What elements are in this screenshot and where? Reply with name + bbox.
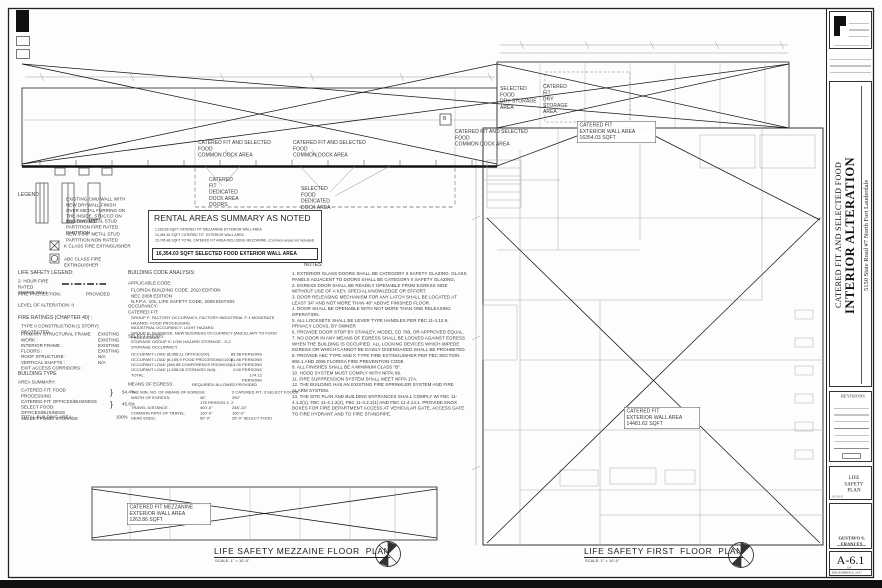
first-floor-plan-title: LIFE SAFETY FIRST FLOOR PLAN (584, 546, 743, 558)
logo-side-text-lines (849, 17, 869, 37)
titleblock-logo-box (829, 11, 872, 49)
selected-dry-storage-label: SELECTED FOOD DRY STORAGE AREA (500, 86, 537, 111)
egress-required-values: 36" 175 PERSON X .2 400'-0" 100'-0" 50'-… (200, 395, 234, 421)
catered-occupancy-items: GROUP F: FACTORY OCCUPANCY, FACTORY INDU… (131, 316, 278, 341)
sheet-number-box: A-6.1 OF DECEMBER 8, 2017 (829, 551, 872, 576)
total-building-value: 100% (116, 415, 128, 420)
occupancy-title: OCCUPANCY: (128, 304, 158, 309)
select-foods-title: SELECT FOODS: (128, 334, 165, 339)
legend-abc-extinguisher: ABC CLASS FIRE EXTINGUISHER (64, 257, 102, 268)
legend-cmu: EXISTING CMU WALL WITH NEW DRYWALL FINIS… (66, 197, 126, 225)
fire-protection-value: PROVIDED (86, 292, 110, 297)
plan-scale-label: SCALE (832, 495, 843, 499)
mezzanine-plan-scale: SCALE: 1" = 10'-0" (215, 559, 250, 564)
legend-title: LEGEND (18, 192, 39, 198)
project-address: 5150 State Road #7 North Fort Lauderdale (863, 179, 870, 291)
sheet-of-label: OF (847, 566, 852, 570)
common-dock-label-3: CATERED FIT AND SELECTED FOOD COMMON DOC… (455, 129, 528, 147)
project-title-box: CATERED FIT AND SELECTED FOOD INTERIOR A… (829, 81, 872, 387)
code-analysis-title: BUILDING CODE ANALYSIS: (128, 270, 196, 276)
sheet-bottom-edge (0, 580, 882, 588)
smoke-wall-label: 2- HOUR FIRE RATED SMOKE WALL (18, 279, 49, 296)
title-divider (861, 86, 862, 384)
rental-areas-title: RENTAL AREAS SUMMARY AS NOTED (154, 214, 311, 224)
plan-name-box: LIFE SAFETY PLAN SCALE (829, 466, 872, 500)
area-summary-subtitle: AREA SUMMARY: (18, 380, 56, 385)
grid-bubble-label: B (443, 115, 447, 122)
legend-new-stud: NEW 3-5/8" METAL STUD PARTITION NON RATE… (66, 232, 120, 243)
total-building-label: TOTAL BUILDING AREA: (21, 415, 73, 420)
mezzanine-plan-title: LIFE SAFETY MEZZAINE FLOOR PLAN (214, 546, 391, 558)
fire-ratings-labels: PRIMARY STRUCTURAL FRAME WORK : INTERIOR… (21, 332, 91, 371)
revisions-box: REVISIONS (829, 391, 872, 462)
north-arrow-first (728, 542, 754, 568)
life-safety-legend-title: LIFE SAFETY LEGEND: (18, 270, 74, 276)
occupant-load-labels: OCCUPANT LOAD (8,958.11 OFFICE/100): OCC… (131, 352, 234, 378)
occupant-load-values: 89.58 PERSONS 81.56 PERSONS 13.00 PERSON… (230, 352, 262, 383)
revisions-title: REVISIONS (841, 394, 865, 399)
egress-provided-header: PROVIDED (236, 383, 258, 388)
corner-mark (16, 10, 29, 32)
brace-catered: } (110, 387, 113, 397)
means-of-egress-title: MEANS OF EGRESS: (128, 382, 174, 387)
certification-text-lines (830, 53, 871, 77)
sheet-date-strip: DECEMBER 8, 2017 (830, 569, 871, 575)
revisions-tag (842, 453, 861, 459)
common-dock-label-1: CATERED FIT AND SELECTED FOOD COMMON DOC… (198, 140, 271, 158)
fire-ratings-values: EXISTING EXISTING EXISTING EXISTING N/A … (98, 332, 120, 366)
rental-areas-lines: 1,263.86 SQFT CATERED FIT MEZZANINE EXTE… (155, 227, 315, 243)
egress-required-header: REQUIRED/ ALLOWED (192, 383, 236, 388)
legend-metal-stud: EXISTING METAL STUD PARTITION FIRE RATED… (66, 219, 119, 236)
pct-select: 45.6% (122, 402, 135, 407)
first-floor-plan-scale: SCALE: 1" = 10'-0" (585, 559, 620, 564)
legend-k-extinguisher: K CLASS FIRE EXTINGUISHER (64, 244, 131, 249)
egress-provided-values: 2 CATERED FIT, 3 SELECT FOODS 250" 248'-… (232, 390, 299, 421)
pct-catered: 54.4% (122, 390, 135, 395)
sheet-date: DECEMBER 8, 2017 (832, 571, 863, 575)
corner-box-2 (16, 49, 30, 59)
architect-name: GUSTAVO S. FRANCES (838, 536, 865, 547)
catered-dock-doors-label: CATERED FIT DEDICATED DOCK AREA DOORS (209, 177, 239, 208)
notes-list: 1. EXTERIOR GLASS DOORS SHALL BE CATEGOR… (292, 271, 467, 417)
project-name-line1: CATERED FIT AND SELECTED FOOD (834, 161, 843, 309)
catered-dry-storage-label: CATERED FIT DRY STORAGE AREA (543, 84, 568, 115)
common-dock-label-2: CATERED FIT AND SELECTED FOOD COMMON DOC… (293, 140, 366, 158)
firm-logo-notch (840, 26, 846, 36)
rental-highlight-text: 16,354.03 SQFT SELECTED FOOD EXTERIOR WA… (156, 251, 297, 257)
catered-occupancy-title: CATERED FIT: (128, 310, 159, 315)
area-summary-labels: CATERED FIT: FOOD PROCESSING CATERED FIT… (21, 388, 97, 422)
seal-box: GUSTAVO S. FRANCES (829, 503, 872, 549)
fire-protection-label: FIRE PROTECTION: (18, 292, 61, 297)
fire-ratings-subtitle: TYPE II CONSTRUCTION (1 STORY) PROTECTED (21, 324, 99, 335)
catered-exterior-area-main-tag: CATERED FIT EXTERIOR WALL AREA 14481.62 … (624, 407, 700, 429)
select-foods-items: STORAGE GROUP S: LOW HAZARD STORAGE , S-… (131, 340, 231, 350)
rental-areas-summary-box: RENTAL AREAS SUMMARY AS NOTED 1,263.86 S… (148, 210, 322, 263)
sheet-number: A-6.1 (836, 553, 865, 567)
revisions-lines (834, 402, 869, 450)
architect-subline (837, 545, 866, 546)
plan-name-text: LIFE SAFETY PLAN (844, 475, 864, 493)
brace-select: } (110, 399, 113, 409)
project-name-line2: INTERIOR ALTERATION (843, 156, 857, 314)
egress-labels: THE MIN. NO. OF MEANS OF EGRESS: WIDTH O… (131, 390, 206, 421)
rental-highlight-box (152, 248, 318, 260)
corner-box-1 (16, 36, 30, 46)
north-arrow-mezz (375, 541, 401, 567)
fire-ratings-title: FIRE RATINGS (CHAPTER 40) : (18, 315, 93, 321)
catered-exterior-area-top-tag: CATERED FIT EXTERIOR WALL AREA 16354.03 … (577, 121, 656, 143)
applicable-code-title: APPLICABLE CODE: (128, 281, 172, 286)
notes-title: NOTES: (304, 262, 323, 268)
alteration-level: LEVEL OF ALTERATION: II (18, 303, 74, 308)
applicable-code-items: FLORIDA BUILDING CODE, 2010 EDITION NEC … (131, 288, 235, 305)
building-type-title: BUILDING TYPE (18, 371, 57, 377)
logo-bottom-text-lines (834, 39, 869, 47)
mezzanine-exterior-area-tag: CATERED FIT MEZZANINE EXTERIOR WALL AREA… (127, 503, 211, 525)
